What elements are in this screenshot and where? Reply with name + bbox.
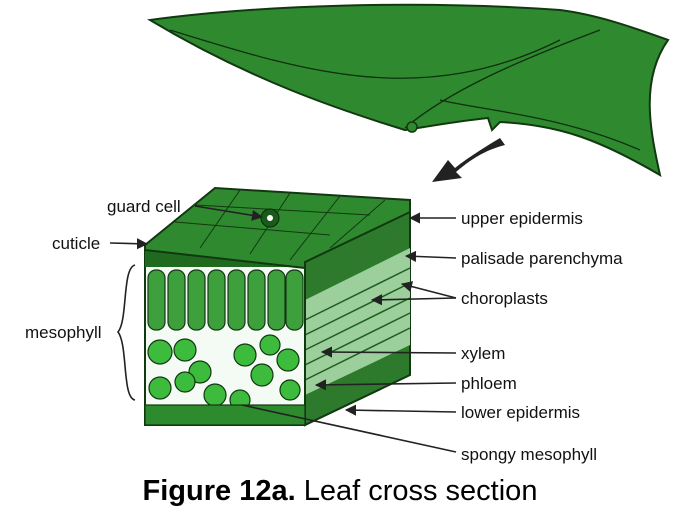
label-spongy-mesophyll: spongy mesophyll	[461, 445, 597, 464]
leaf-illustration	[147, 3, 670, 178]
label-palisade-parenchyma: palisade parenchyma	[461, 249, 623, 268]
label-guard-cell: guard cell	[107, 197, 181, 216]
label-cuticle: cuticle	[52, 234, 100, 253]
label-lower-epidermis: lower epidermis	[461, 403, 580, 422]
caption-rest: Leaf cross section	[296, 475, 538, 507]
label-upper-epidermis: upper epidermis	[461, 209, 583, 228]
label-choroplasts: choroplasts	[461, 289, 548, 308]
figure-caption: Figure 12a. Leaf cross section	[143, 475, 538, 507]
label-mesophyll: mesophyll	[25, 323, 102, 342]
caption-bold: Figure 12a.	[143, 475, 296, 507]
label-phloem: phloem	[461, 374, 517, 393]
label-xylem: xylem	[461, 344, 505, 363]
zoom-arrow	[432, 138, 505, 182]
